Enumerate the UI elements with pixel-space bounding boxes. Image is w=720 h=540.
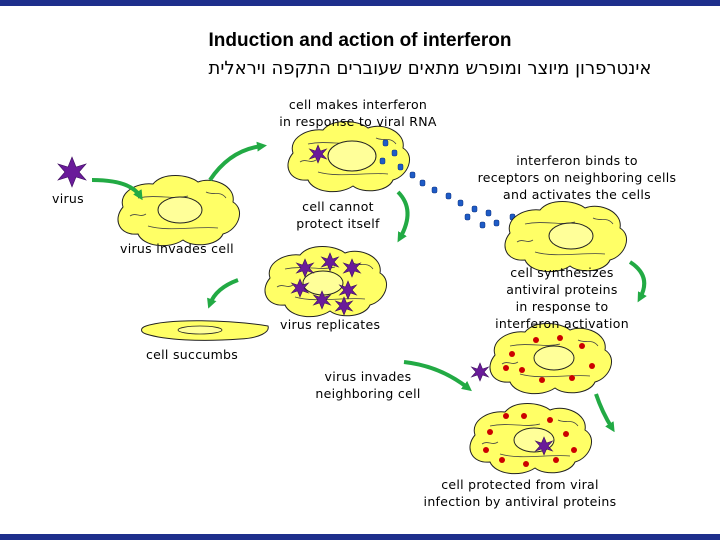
label-makes-line1: cell makes interferon [288, 97, 428, 112]
cell-interferon-binds [504, 201, 628, 273]
label-cannot-line2: protect itself [296, 216, 380, 231]
label-binds-line3: and activates the cells [503, 187, 651, 202]
label-synth-line3: in response to [515, 299, 609, 314]
interferon-dots [379, 139, 516, 229]
label-virus-replicates: virus replicates [280, 317, 381, 332]
label-interferon-binds: interferon binds to receptors on neighbo… [462, 152, 692, 203]
top-frame-bar [0, 0, 720, 6]
approaching-virus [471, 362, 489, 382]
label-synth-line2: antiviral proteins [506, 282, 618, 297]
label-makes-line2: in response to viral RNA [279, 114, 437, 129]
cell-virus-replicates [264, 246, 388, 318]
process-arrows [91, 141, 647, 433]
label-virus: virus [52, 191, 84, 206]
diagram-title: Induction and action of interferon [208, 30, 512, 51]
label-invades-neighbor-line2: neighboring cell [315, 386, 421, 401]
cell-synthesizes-proteins [489, 323, 613, 395]
label-cell-protected: cell protected from viral infection by a… [410, 476, 630, 510]
free-virus-icon [57, 156, 87, 188]
bottom-frame-bar [0, 534, 720, 540]
label-virus-invades-neighbor: virus invades neighboring cell [298, 368, 438, 402]
label-virus-invades-cell: virus invades cell [120, 241, 234, 256]
label-invades-neighbor-line1: virus invades [324, 369, 412, 384]
label-cell-makes-interferon: cell makes interferon in response to vir… [258, 96, 458, 130]
label-cell-succumbs: cell succumbs [146, 347, 239, 362]
cell-makes-interferon [287, 121, 411, 193]
label-cell-synthesizes: cell synthesizes antiviral proteins in r… [462, 264, 662, 332]
label-binds-line2: receptors on neighboring cells [477, 170, 677, 185]
cell-protected [469, 403, 593, 475]
label-protected-line2: infection by antiviral proteins [423, 494, 617, 509]
label-binds-line1: interferon binds to [516, 153, 638, 168]
cell-succumbs [141, 320, 269, 341]
label-protected-line1: cell protected from viral [441, 477, 599, 492]
label-synth-line4: interferon activation [495, 316, 629, 331]
hebrew-subtitle: אינטרפרון מיוצר ומופרש מתאים שעוברים התק… [208, 58, 652, 79]
label-cannot-line1: cell cannot [302, 199, 374, 214]
label-synth-line1: cell synthesizes [510, 265, 614, 280]
cell-virus-invades [117, 175, 241, 247]
label-cell-cannot-protect: cell cannot protect itself [278, 198, 398, 232]
